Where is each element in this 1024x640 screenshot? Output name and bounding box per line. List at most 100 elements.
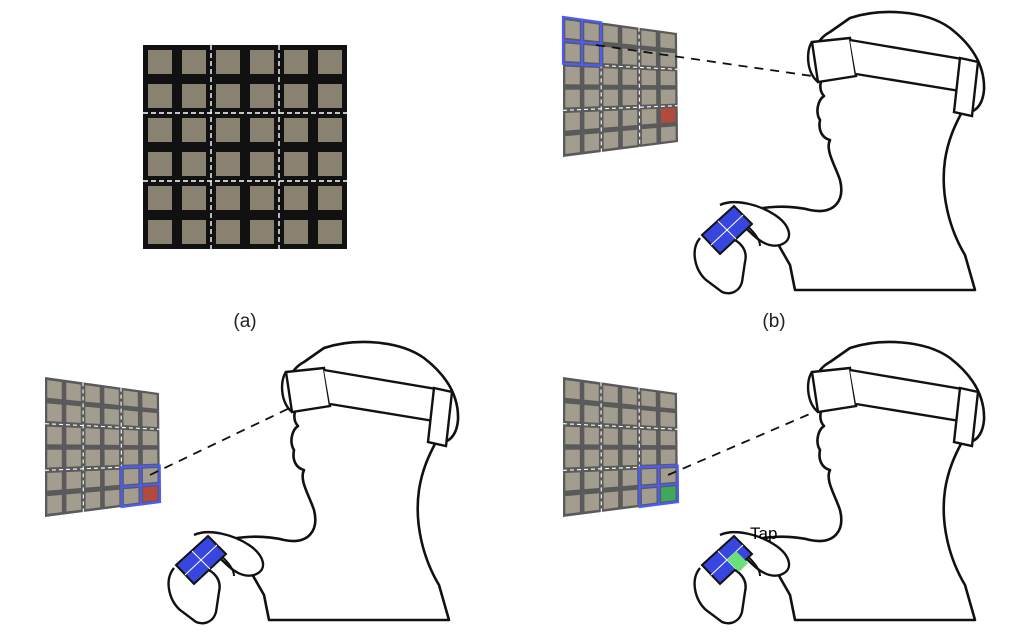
grid-cell	[66, 449, 81, 467]
grid-cell	[85, 491, 101, 510]
grid-cell	[318, 186, 342, 210]
grid-cell	[123, 487, 139, 505]
grid-cell	[250, 84, 274, 108]
grid-cell	[603, 89, 619, 107]
grid-cell	[584, 449, 599, 467]
grid-cell	[660, 32, 675, 49]
grid-cell	[660, 411, 676, 428]
panel-a-label: (a)	[233, 311, 256, 332]
grid-cell	[603, 406, 618, 424]
user-figure	[167, 340, 460, 625]
selection-highlight	[638, 464, 680, 509]
grid-cell	[318, 84, 342, 108]
user-figure	[693, 10, 986, 295]
grid-cell	[250, 50, 274, 74]
selection-highlight	[562, 39, 602, 45]
grid-cell	[85, 470, 101, 488]
target-grid-perspective	[562, 377, 680, 517]
grid-cell	[123, 390, 138, 407]
grid-cell	[622, 449, 638, 466]
grid-cell	[284, 50, 308, 74]
grid-cell	[182, 118, 206, 142]
grid-cell	[142, 467, 158, 484]
grid-cell	[622, 129, 638, 147]
grid-cell	[565, 472, 580, 491]
grid-cell	[660, 392, 675, 409]
grid-cell	[148, 186, 172, 210]
grid-cell	[565, 112, 580, 131]
grid-cell	[284, 118, 308, 142]
grid-cell	[216, 50, 240, 74]
grid-cell	[250, 186, 274, 210]
grid-cell	[603, 110, 619, 128]
grid-cell	[47, 494, 62, 514]
target-grid-perspective	[561, 15, 678, 157]
selection-highlight	[561, 15, 603, 67]
grid-cell	[148, 220, 172, 244]
grid-divider	[44, 423, 160, 430]
grid-cell	[142, 449, 158, 465]
selection-highlight	[121, 482, 160, 489]
grid-cell	[584, 493, 600, 512]
grid-cell	[104, 387, 119, 405]
grid-cell	[284, 152, 308, 176]
gaze-ray	[149, 404, 297, 476]
panel-a: (a)	[143, 45, 347, 332]
grid-cell	[660, 449, 676, 465]
grid-cell	[148, 118, 172, 142]
grid-divider	[562, 465, 678, 471]
grid-cell	[66, 382, 81, 402]
grid-cell	[284, 220, 308, 244]
target-grid-flat	[143, 45, 347, 249]
gaze-ray	[595, 44, 813, 77]
grid-cell	[584, 45, 599, 63]
grid-cell	[622, 489, 638, 507]
grid-cell	[641, 69, 657, 86]
grid-cell	[182, 152, 206, 176]
grid-cell	[584, 382, 599, 402]
grid-cell	[565, 20, 580, 40]
grid-cell	[565, 426, 580, 445]
grid-cell	[66, 405, 81, 423]
grid-cell	[584, 67, 599, 85]
grid-cell	[565, 134, 580, 154]
grid-cell	[641, 50, 656, 66]
gaze-ray	[667, 412, 813, 476]
grid-cell	[318, 50, 342, 74]
grid-cell	[123, 468, 139, 485]
grid-cell	[123, 429, 139, 446]
selection-highlight	[120, 464, 162, 509]
selection-highlight	[639, 482, 678, 489]
grid-cell	[603, 449, 619, 467]
target-grid-perspective	[44, 377, 162, 517]
grid-cell	[47, 380, 62, 400]
grid-cell	[641, 449, 657, 465]
grid-cell	[603, 428, 618, 445]
grid-frame	[143, 45, 347, 249]
grid-cell	[216, 152, 240, 176]
target-cell	[143, 486, 158, 502]
grid-cell	[123, 449, 139, 465]
grid-cell	[622, 109, 638, 127]
grid-cell	[565, 449, 580, 468]
grid-cell	[603, 68, 618, 85]
grid-cell	[641, 410, 656, 426]
grid-cell	[622, 469, 638, 487]
grid-cell	[565, 494, 580, 514]
grid-cell	[85, 449, 101, 467]
panel-c	[44, 340, 460, 625]
grid-cell	[47, 449, 62, 468]
grid-cell	[603, 46, 618, 64]
grid-cell	[47, 472, 62, 491]
grid-cell	[142, 392, 157, 409]
grid-divider	[638, 27, 641, 148]
grid-cell	[66, 471, 81, 490]
target-cell	[660, 107, 676, 124]
grid-cell	[603, 25, 618, 44]
grid-cell	[584, 22, 599, 42]
grid-cell	[622, 69, 638, 85]
grid-cell	[142, 430, 158, 446]
grid-cell	[622, 27, 637, 45]
grid-cell	[603, 491, 619, 510]
grid-cell	[216, 118, 240, 142]
